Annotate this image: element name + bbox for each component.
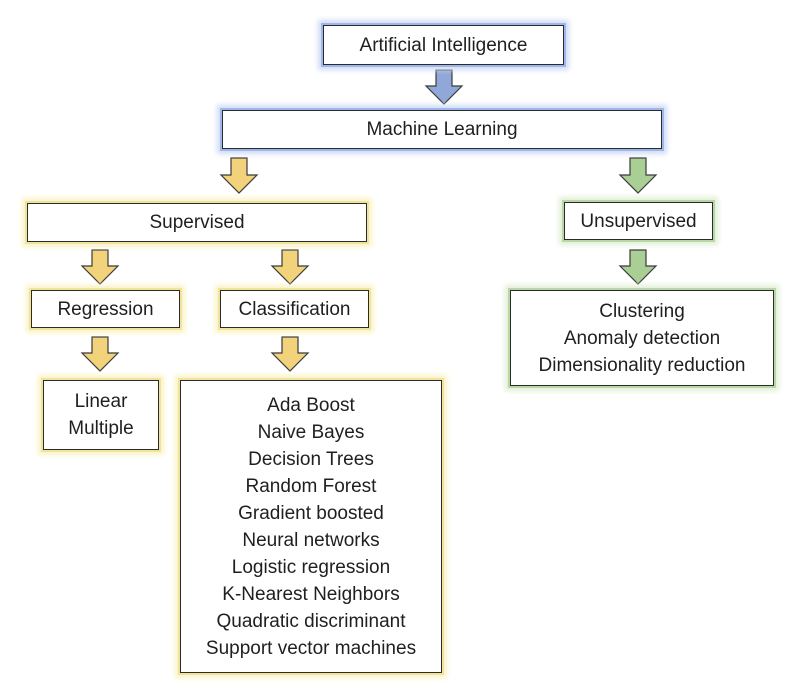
node-label: Artificial Intelligence [359,34,528,56]
list-item: Dimensionality reduction [538,354,746,376]
list-item: Random Forest [245,476,377,497]
list-item: Anomaly detection [563,327,721,349]
list-item: Gradient boosted [238,503,384,524]
node-classification: Classification [220,290,369,328]
node-supervised: Supervised [27,203,367,242]
node-unsupervised-methods: Clustering Anomaly detection Dimensional… [510,290,774,386]
list-item: Logistic regression [231,557,391,578]
node-label: Supervised [149,212,245,233]
list-item: Quadratic discriminant [216,611,406,632]
down-arrow-icon [270,336,310,372]
node-label: Machine Learning [366,119,518,140]
down-arrow-icon [80,249,120,285]
list-item: K-Nearest Neighbors [222,584,400,605]
list-item: Decision Trees [248,449,374,470]
node-regression: Regression [31,290,180,328]
node-label: Regression [57,298,154,320]
node-unsupervised: Unsupervised [564,202,713,240]
list-item: Clustering [599,300,685,322]
down-arrow-icon [618,157,658,194]
down-arrow-icon [80,336,120,372]
list-item: Linear [74,391,128,412]
node-classification-methods: Ada Boost Naive Bayes Decision Trees Ran… [180,380,442,673]
list-item: Neural networks [242,530,380,551]
node-label: Unsupervised [580,210,697,232]
list-item: Naive Bayes [257,422,365,443]
list-item: Support vector machines [205,638,417,659]
node-label: Classification [238,298,351,320]
list-item: Multiple [68,418,134,439]
node-regression-methods: Linear Multiple [43,380,159,450]
down-arrow-icon [424,69,464,105]
node-artificial-intelligence: Artificial Intelligence [323,25,564,65]
down-arrow-icon [618,249,658,285]
down-arrow-icon [219,157,259,194]
down-arrow-icon [270,249,310,285]
list-item: Ada Boost [267,395,355,416]
node-machine-learning: Machine Learning [222,110,662,149]
